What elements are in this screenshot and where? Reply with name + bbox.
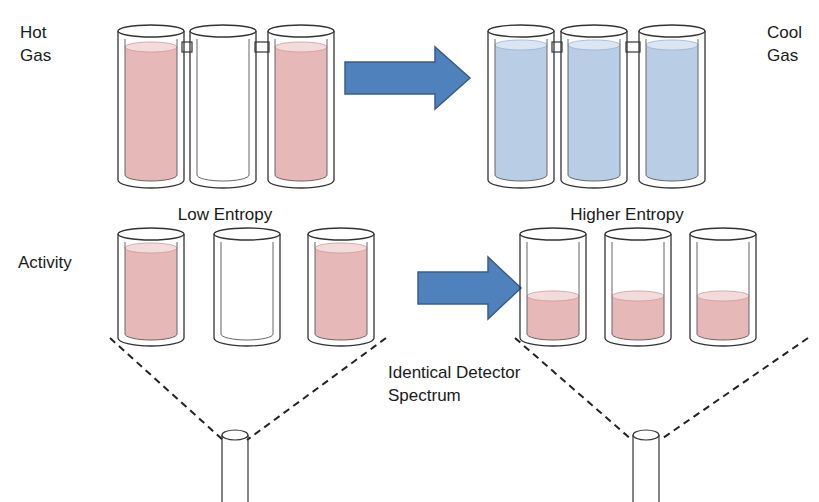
text-label: Activity bbox=[18, 252, 108, 275]
process-arrow bbox=[418, 257, 521, 319]
text-label: Hot Gas bbox=[20, 22, 65, 68]
activity-containers bbox=[118, 228, 374, 346]
text-label: Higher Entropy bbox=[552, 204, 702, 227]
text-label: Low Entropy bbox=[150, 204, 300, 227]
detector bbox=[222, 430, 248, 502]
text-label: Identical Detector Spectrum bbox=[388, 362, 538, 408]
activity-containers bbox=[520, 228, 756, 346]
text-label: Cool Gas bbox=[767, 22, 815, 68]
hot-gas-containers bbox=[118, 25, 334, 188]
cool-gas-containers bbox=[488, 25, 705, 188]
process-arrow bbox=[345, 47, 470, 109]
detector bbox=[633, 430, 659, 502]
detector-view bbox=[110, 338, 808, 440]
